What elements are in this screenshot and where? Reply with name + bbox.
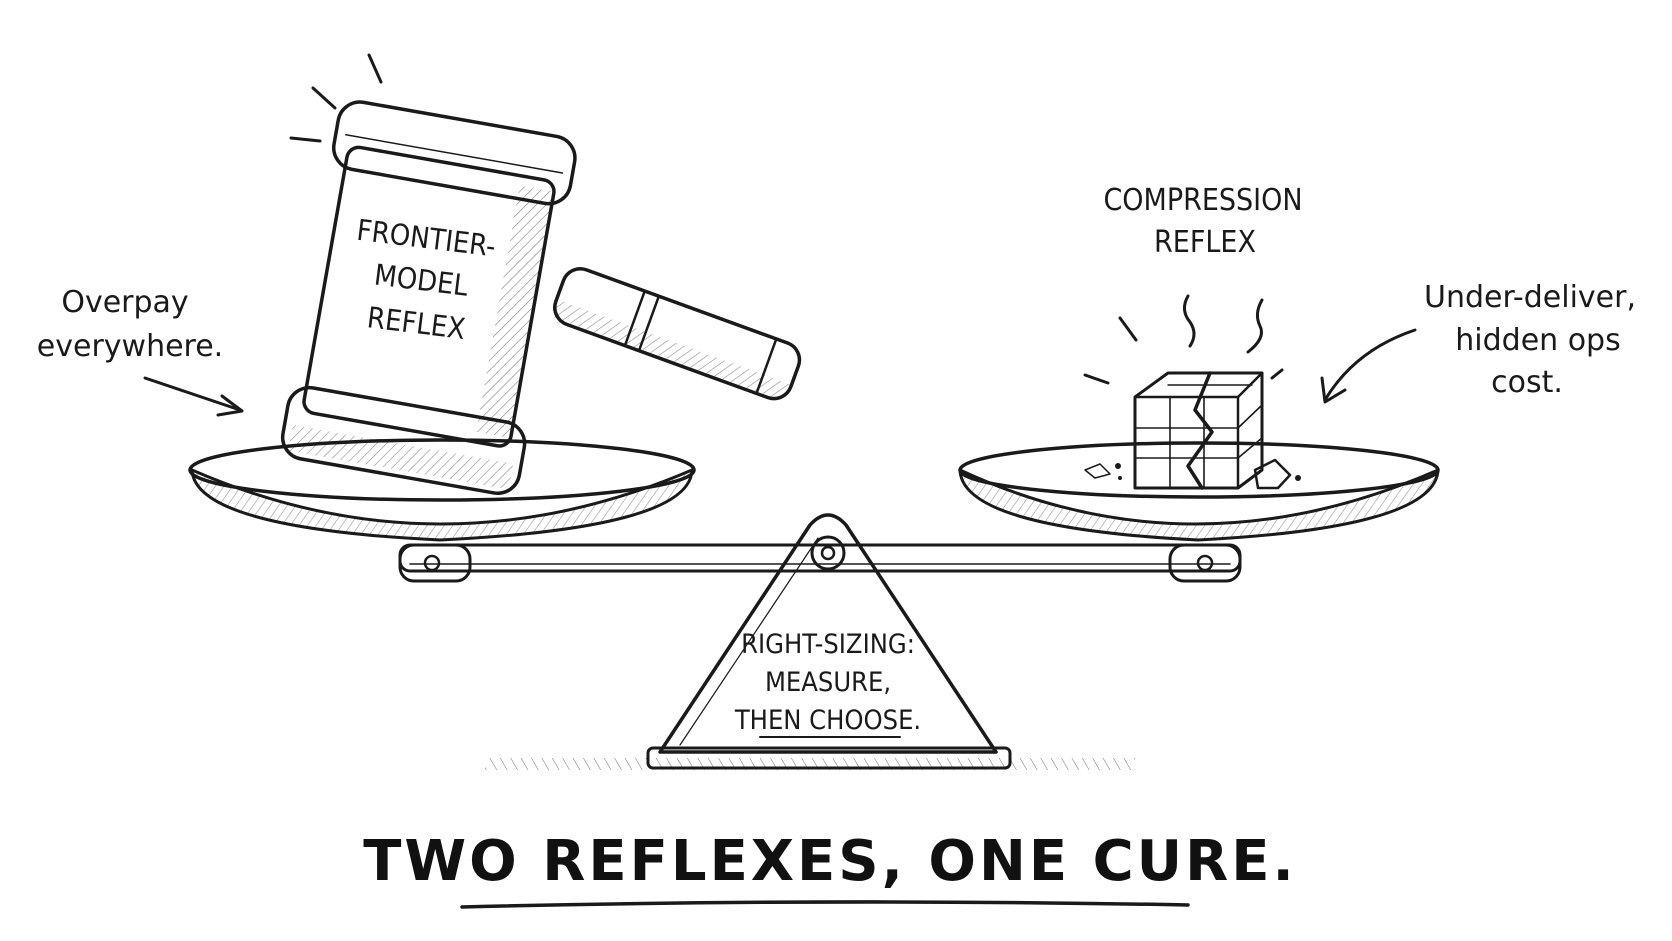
- cracked-cube-icon: [1084, 371, 1301, 490]
- gavel-label-line-2: MODEL: [372, 257, 470, 302]
- fulcrum: RIGHT-SIZING: MEASURE, THEN CHOOSE.: [646, 513, 1012, 770]
- stress-marks: [1083, 294, 1284, 385]
- impact-marks: [289, 53, 383, 143]
- right-pan: [958, 441, 1440, 542]
- right-note-line-2: hidden ops: [1455, 323, 1620, 358]
- left-note: Overpay everywhere.: [37, 285, 244, 417]
- compression-label-line-2: REFLEX: [1154, 225, 1256, 260]
- gavel-label-line-1: FRONTIER-: [355, 213, 498, 264]
- scale-beam: [398, 543, 1242, 583]
- caption-title: TWO REFLEXES, ONE CURE.: [363, 829, 1297, 909]
- compression-label: COMPRESSION REFLEX: [1103, 183, 1302, 260]
- title-text: TWO REFLEXES, ONE CURE.: [363, 829, 1297, 894]
- right-note-line-1: Under-deliver,: [1424, 280, 1636, 315]
- right-note: Under-deliver, hidden ops cost.: [1320, 280, 1636, 404]
- left-note-line-2: everywhere.: [37, 329, 223, 364]
- fulcrum-line-1: RIGHT-SIZING:: [741, 629, 915, 660]
- gavel-label-line-3: REFLEX: [365, 300, 467, 346]
- fulcrum-line-2: MEASURE,: [765, 667, 891, 698]
- gavel-icon: FRONTIER- MODEL REFLEX: [280, 100, 802, 495]
- compression-label-line-1: COMPRESSION: [1103, 183, 1302, 218]
- left-note-line-1: Overpay: [61, 285, 188, 320]
- right-note-line-3: cost.: [1491, 365, 1563, 400]
- fulcrum-line-3: THEN CHOOSE.: [734, 705, 921, 736]
- left-pan: [188, 438, 696, 542]
